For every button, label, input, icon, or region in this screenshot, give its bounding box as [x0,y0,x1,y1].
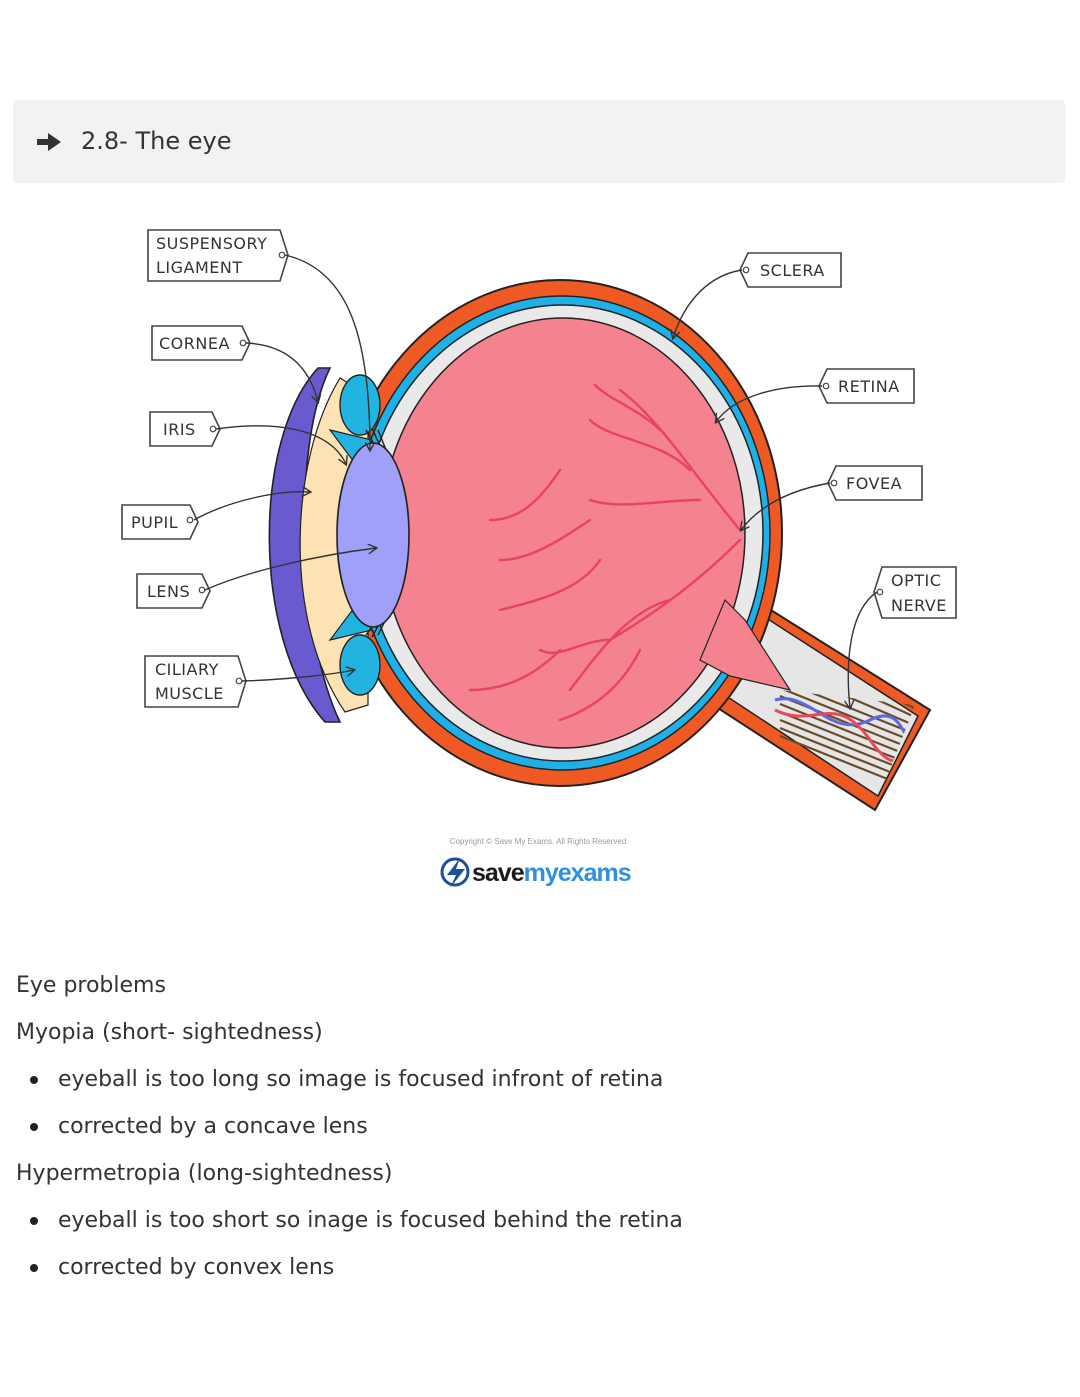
svg-text:SUSPENSORY: SUSPENSORY [156,234,267,253]
svg-text:SCLERA: SCLERA [760,261,825,280]
myopia-title: Myopia (short- sightedness) [16,1020,323,1045]
svg-text:FOVEA: FOVEA [846,474,902,493]
svg-text:CORNEA: CORNEA [159,334,230,353]
svg-text:MUSCLE: MUSCLE [155,684,224,703]
label-cornea: CORNEA [151,325,251,361]
section-heading: Eye problems [16,973,166,998]
svg-text:NERVE: NERVE [891,596,947,615]
label-sclera: SCLERA [739,252,842,288]
lens [336,442,410,628]
label-fovea: FOVEA [827,465,923,501]
copyright-text: Copyright © Save My Exams. All Rights Re… [450,837,627,846]
label-retina: RETINA [818,368,915,404]
lightning-logo-icon [440,857,470,887]
myopia-list: eyeball is too long so image is focused … [16,1056,1056,1150]
svg-text:LIGAMENT: LIGAMENT [156,258,243,277]
label-ciliary-muscle: CILIARY MUSCLE [144,655,247,708]
svg-text:RETINA: RETINA [838,377,900,396]
section-header: 2.8- The eye [13,100,1065,183]
list-item: eyeball is too short so inage is focused… [16,1197,1056,1244]
leader-lines [193,254,878,708]
list-item: corrected by convex lens [16,1244,1056,1291]
ciliary-muscle-upper [339,374,381,436]
label-pupil: PUPIL [121,504,199,540]
bullet-icon [30,1123,38,1131]
bullet-icon [30,1217,38,1225]
save-my-exams-logo: savemyexams [440,857,632,888]
label-optic-nerve: OPTIC NERVE [873,566,957,619]
bullet-icon [30,1264,38,1272]
label-lens: LENS [136,573,211,609]
svg-text:CILIARY: CILIARY [155,660,219,679]
section-title: 2.8- The eye [81,127,232,155]
svg-text:IRIS: IRIS [163,420,196,439]
svg-text:PUPIL: PUPIL [131,513,178,532]
arrow-right-icon [37,133,61,151]
eye-problems-section: Eye problems Myopia (short- sightedness)… [16,962,1056,1291]
list-item: corrected by a concave lens [16,1103,1056,1150]
hypermetropia-title: Hypermetropia (long-sightedness) [16,1161,393,1186]
hypermetropia-list: eyeball is too short so inage is focused… [16,1197,1056,1291]
blind-spot [699,598,792,691]
list-item: eyeball is too long so image is focused … [16,1056,1056,1103]
svg-text:OPTIC: OPTIC [891,571,941,590]
svg-text:LENS: LENS [147,582,190,601]
vitreous-humour [380,317,746,749]
ciliary-muscle-lower [339,634,381,696]
label-iris: IRIS [149,411,221,447]
label-suspensory-ligament: SUSPENSORY LIGAMENT [147,229,289,282]
eye-diagram: SUSPENSORY LIGAMENT CORNEA IRIS PUPIL LE… [121,229,957,888]
blood-vessels [468,383,742,722]
svg-text:savemyexams: savemyexams [472,859,631,887]
bullet-icon [30,1076,38,1084]
